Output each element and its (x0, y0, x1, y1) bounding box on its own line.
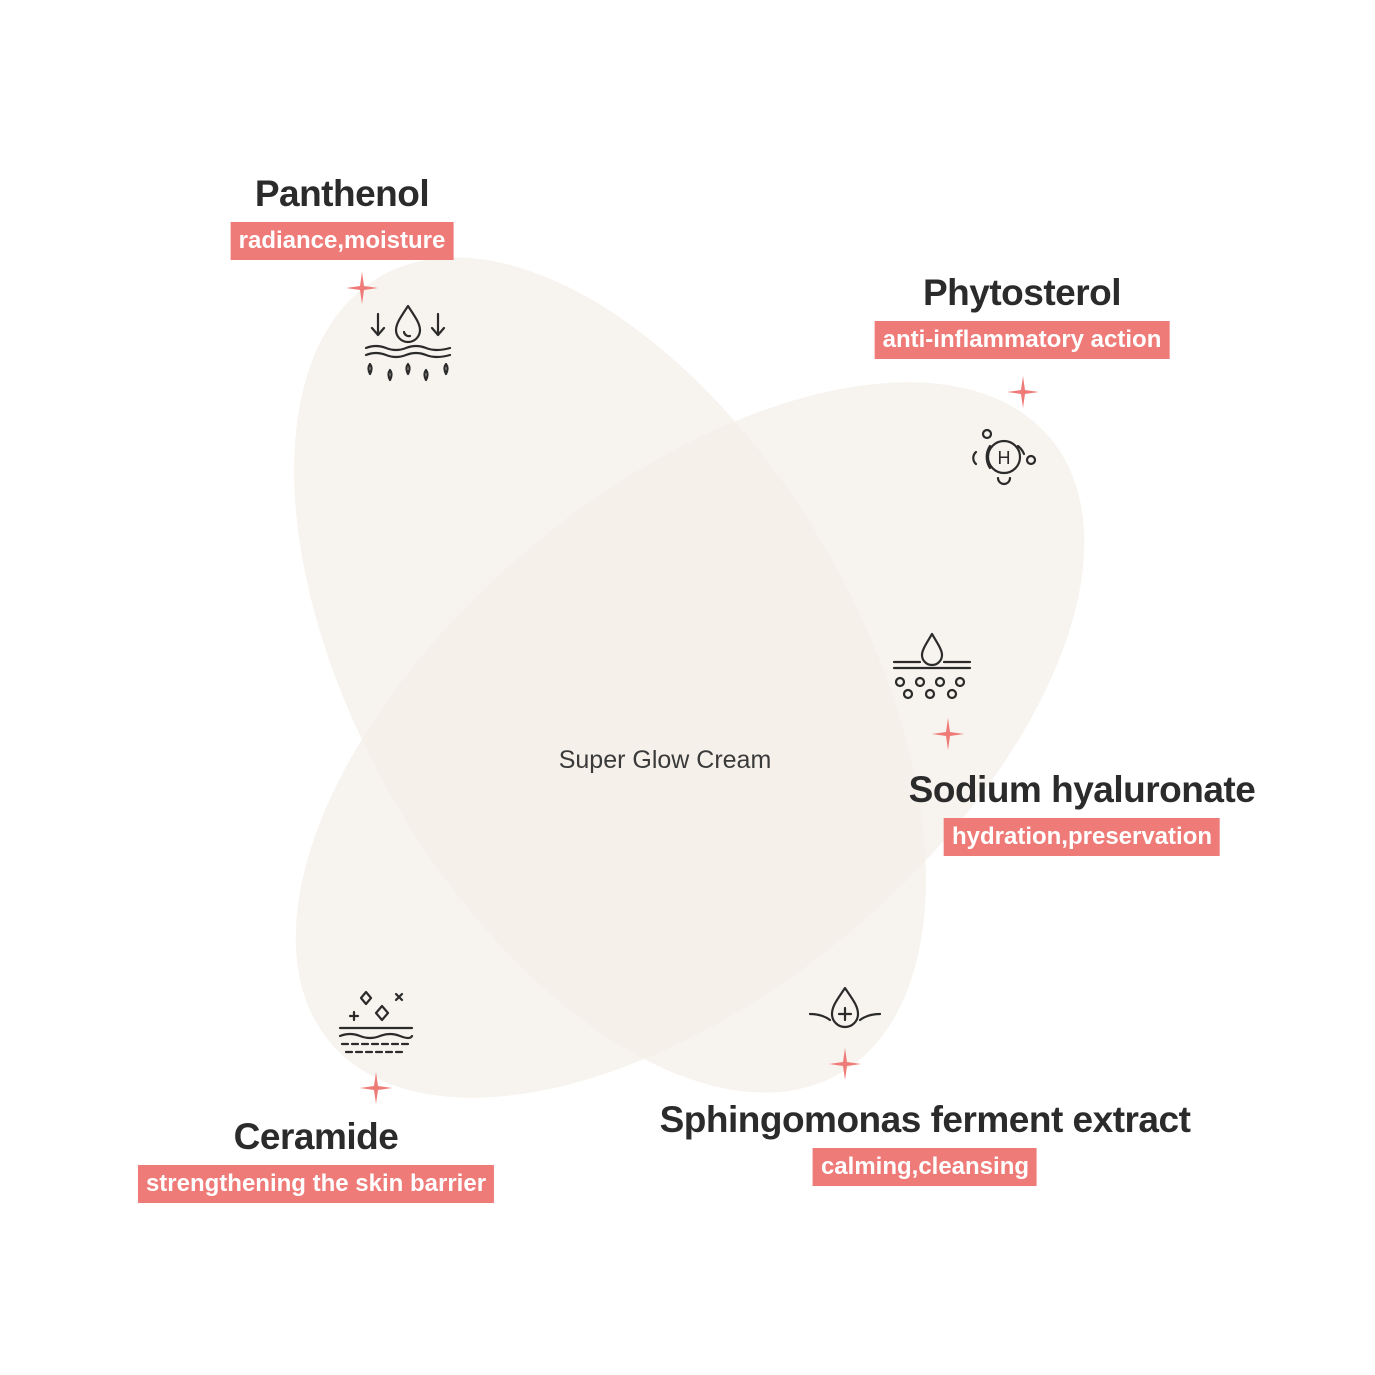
ingredient-benefit-tag: radiance,moisture (230, 222, 454, 260)
ingredient-phytosterol: Phytosterol anti-inflammatory action (874, 271, 1170, 359)
ingredient-ceramide: Ceramide strengthening the skin barrier (137, 1115, 495, 1203)
ingredient-benefit-tag: strengthening the skin barrier (137, 1165, 495, 1203)
hydrogen-molecule-icon: H (972, 428, 1037, 486)
ingredient-name: Ceramide (233, 1116, 399, 1157)
ingredient-panthenol: Panthenol radiance,moisture (230, 172, 454, 260)
drop-plus-icon (808, 986, 882, 1029)
sparkle-icon (932, 718, 964, 750)
ingredient-name: Phytosterol (922, 272, 1122, 313)
sparkle-icon (360, 1072, 392, 1104)
petal-right (295, 382, 1085, 1098)
skin-moisture-drops-icon (364, 304, 452, 382)
ingredient-sphingomonas-ferment-extract: Sphingomonas ferment extract calming,cle… (660, 1098, 1191, 1186)
ingredient-benefit-tag: hydration,preservation (943, 818, 1221, 856)
sparkle-icon (346, 272, 378, 304)
sparkle-icon (829, 1048, 861, 1080)
ingredient-name: Panthenol (254, 173, 430, 214)
product-name: Super Glow Cream (558, 746, 772, 774)
ingredient-benefit-tag: calming,cleansing (812, 1148, 1038, 1186)
skin-barrier-sparkle-icon (338, 990, 414, 1054)
skin-absorption-drop-icon (892, 632, 972, 700)
sparkle-icon (1007, 376, 1039, 408)
ingredient-sodium-hyaluronate: Sodium hyaluronate hydration,preservatio… (909, 768, 1256, 856)
ingredient-name: Sphingomonas ferment extract (659, 1099, 1191, 1140)
ingredient-benefit-tag: anti-inflammatory action (874, 321, 1170, 359)
ingredient-name: Sodium hyaluronate (908, 769, 1256, 810)
svg-text:H: H (998, 448, 1011, 468)
